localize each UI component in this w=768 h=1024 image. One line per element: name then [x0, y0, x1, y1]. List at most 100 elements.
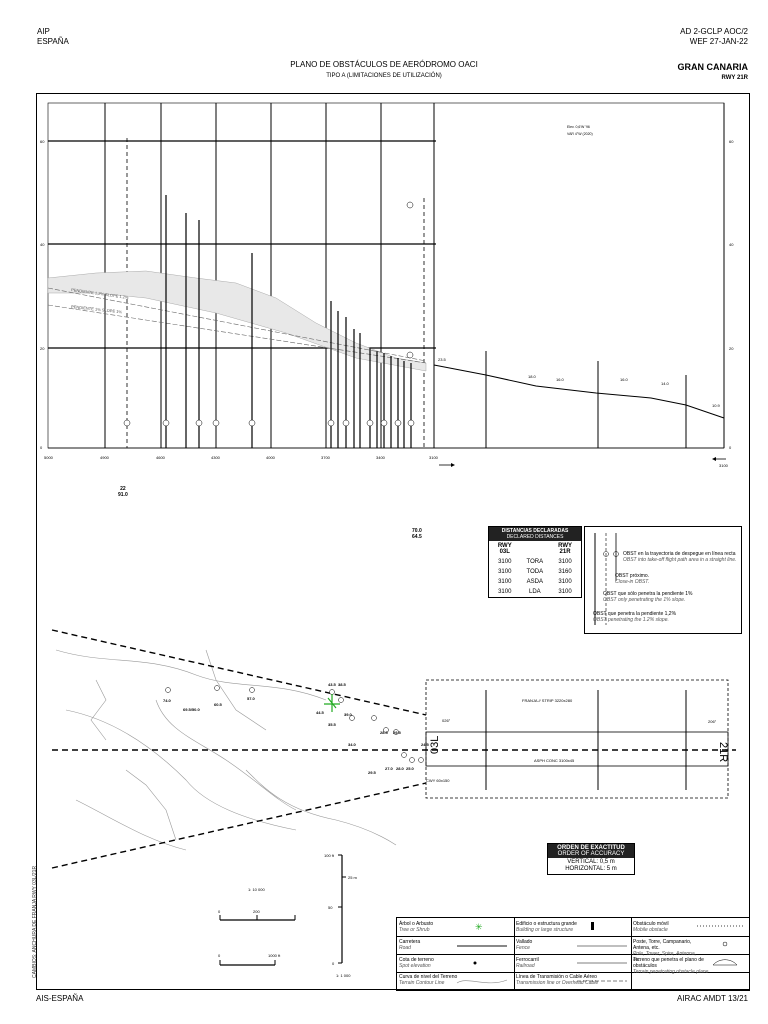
- v-scale-m: 25 m: [348, 875, 358, 880]
- contour-icon: [456, 979, 508, 984]
- plan-obstacle-markers: [165, 685, 424, 763]
- bearing-right: 206°: [708, 719, 717, 724]
- y-label-20: 20: [40, 346, 45, 351]
- v-scale-top: 100 ft: [324, 853, 335, 858]
- obstacle-markers: [123, 201, 415, 427]
- h-scale-mid: 200: [253, 909, 260, 914]
- legend-pole: Poste, Torre, Campanario, Antena, etc.Po…: [633, 939, 697, 963]
- x-label-8: 3100: [429, 455, 439, 460]
- page-reference: AD 2-GCLP AOC/2: [680, 27, 748, 36]
- airport-block: GRAN CANARIA RWY 21R: [678, 62, 749, 81]
- obstacle-key-symbols: [594, 533, 619, 625]
- runway-name: RWY 21R: [721, 75, 748, 81]
- effective-date: WEF 27-JAN-22: [689, 37, 748, 46]
- h-scale-end: 1000 ft: [268, 953, 281, 958]
- terrain-penetration-icon: [712, 959, 738, 966]
- svg-text:38.5: 38.5: [338, 682, 347, 687]
- svg-text:44.5: 44.5: [316, 710, 325, 715]
- var-note-2: VAR 4°W (2020): [567, 132, 593, 136]
- v-scale-mid: 50: [328, 905, 333, 910]
- key-item-3: OBST que sólo penetra la pendiente 1% OB…: [603, 591, 693, 603]
- svg-text:25.0: 25.0: [406, 766, 415, 771]
- v-scale-zero: 0: [332, 961, 335, 966]
- x-label-4: 4300: [211, 455, 221, 460]
- y-label-0-right: 0: [729, 445, 732, 450]
- accuracy-box: ORDEN DE EXACTITUD ORDER OF ACCURACY VER…: [547, 843, 635, 875]
- declared-distances-box: DISTANCIAS DECLARADAS DECLARED DISTANCES…: [488, 526, 582, 598]
- country-label: ESPAÑA: [37, 37, 69, 46]
- y-label-0: 0: [40, 445, 43, 450]
- rwy-value-4: 16.0: [620, 377, 629, 382]
- svg-text:28.5: 28.5: [380, 730, 389, 735]
- col-rwy-03l: RWY 03L: [497, 543, 512, 555]
- svg-text:29.5: 29.5: [393, 730, 402, 735]
- header-right: AD 2-GCLP AOC/2 WEF 27-JAN-22: [680, 27, 748, 47]
- rwy-value-6: 10.9: [712, 403, 721, 408]
- h-scale-zero-2: 0: [218, 953, 221, 958]
- chart-frame: [36, 93, 750, 990]
- slope-line-2: [47, 304, 427, 364]
- accuracy-horizontal: HORIZONTAL: 5 m: [565, 866, 617, 872]
- rwy-value-3: 16.0: [556, 377, 565, 382]
- funnel-bottom: [51, 782, 427, 869]
- runway-21r-label: 21R: [717, 742, 729, 762]
- y-label-60-right: 60: [729, 139, 734, 144]
- funnel-top: [51, 629, 427, 716]
- header-left: AIP ESPAÑA: [37, 27, 69, 47]
- x-label-2: 4900: [100, 455, 110, 460]
- svg-text:39.0: 39.0: [344, 712, 353, 717]
- x-label-1: 5000: [44, 455, 54, 460]
- footer-right: AIRAC AMDT 13/21: [677, 994, 748, 1003]
- h-scale-label: 1: 10 000: [248, 887, 265, 892]
- runway-profile-line: [433, 364, 725, 419]
- x-label-3: 4600: [156, 455, 166, 460]
- y-label-40: 40: [40, 242, 45, 247]
- plan-view: 03L 21R FRANJA // STRIP 3220x280 ASPH CO…: [51, 629, 736, 869]
- plan-obstacle-labels: 74.0 69.5/50.0 60.5 57.0 43.5 38.5 44.5 …: [163, 682, 430, 775]
- chart-subtitle: TIPO A (LIMITACIONES DE UTILIZACIÓN): [326, 73, 442, 79]
- h-scale-zero: 0: [218, 909, 221, 914]
- legend-symbols: ✳: [456, 922, 745, 984]
- rotated-change-note: CAMBIOS: ANCHURA DE FRANJA RWY 03L/21R: [32, 865, 38, 978]
- runway-strip: [425, 679, 729, 799]
- accuracy-vertical: VERTICAL: 0,5 m: [567, 859, 615, 865]
- runway-profile-ticks: [485, 351, 687, 448]
- x-label-6: 3700: [321, 455, 331, 460]
- tree-icon: ✳: [475, 922, 483, 932]
- key-item-4: OBST que penetra la pendiente 1,2% OBST …: [593, 611, 677, 623]
- var-note-1: Elev. 0,6'W '96: [567, 125, 590, 129]
- obstacle-22: 22 91.0: [118, 486, 128, 498]
- accuracy-header: ORDEN DE EXACTITUD ORDER OF ACCURACY: [548, 844, 634, 858]
- vertical-gridlines: [104, 103, 725, 448]
- rwy-value-5: 14.0: [661, 381, 670, 386]
- profile-view: PENDIENTE 1,2% SLOPE 1.2% PENDIENTE 1% S…: [40, 102, 734, 468]
- aip-label: AIP: [37, 27, 50, 36]
- chart-title: PLANO DE OBSTÁCULOS DE AERÓDROMO OACI: [290, 60, 478, 69]
- runway-ticks: [485, 690, 687, 790]
- scale-bars: 1: 10 000 0 200 0 1000 ft 100 ft 50 0 25…: [218, 853, 358, 978]
- obstacle-23: 70.0 64.5: [412, 528, 422, 540]
- x-label-5: 4000: [266, 455, 276, 460]
- pole-icon: [722, 941, 728, 947]
- slope-label-2: PENDIENTE 1% SLOPE 1%: [71, 304, 123, 314]
- svg-text:34.0: 34.0: [348, 742, 357, 747]
- asph-label: ASPH CONC 3100x45: [534, 758, 575, 763]
- svg-text:69.5/50.0: 69.5/50.0: [183, 707, 200, 712]
- tree-marker: [324, 694, 340, 712]
- spot-elevation-icon: [473, 961, 477, 965]
- obstacle-poles: [165, 195, 412, 448]
- svg-text:27.0: 27.0: [385, 766, 394, 771]
- bearing-left: 026°: [442, 718, 451, 723]
- chart-title-block: PLANO DE OBSTÁCULOS DE AERÓDROMO OACI TI…: [200, 60, 568, 79]
